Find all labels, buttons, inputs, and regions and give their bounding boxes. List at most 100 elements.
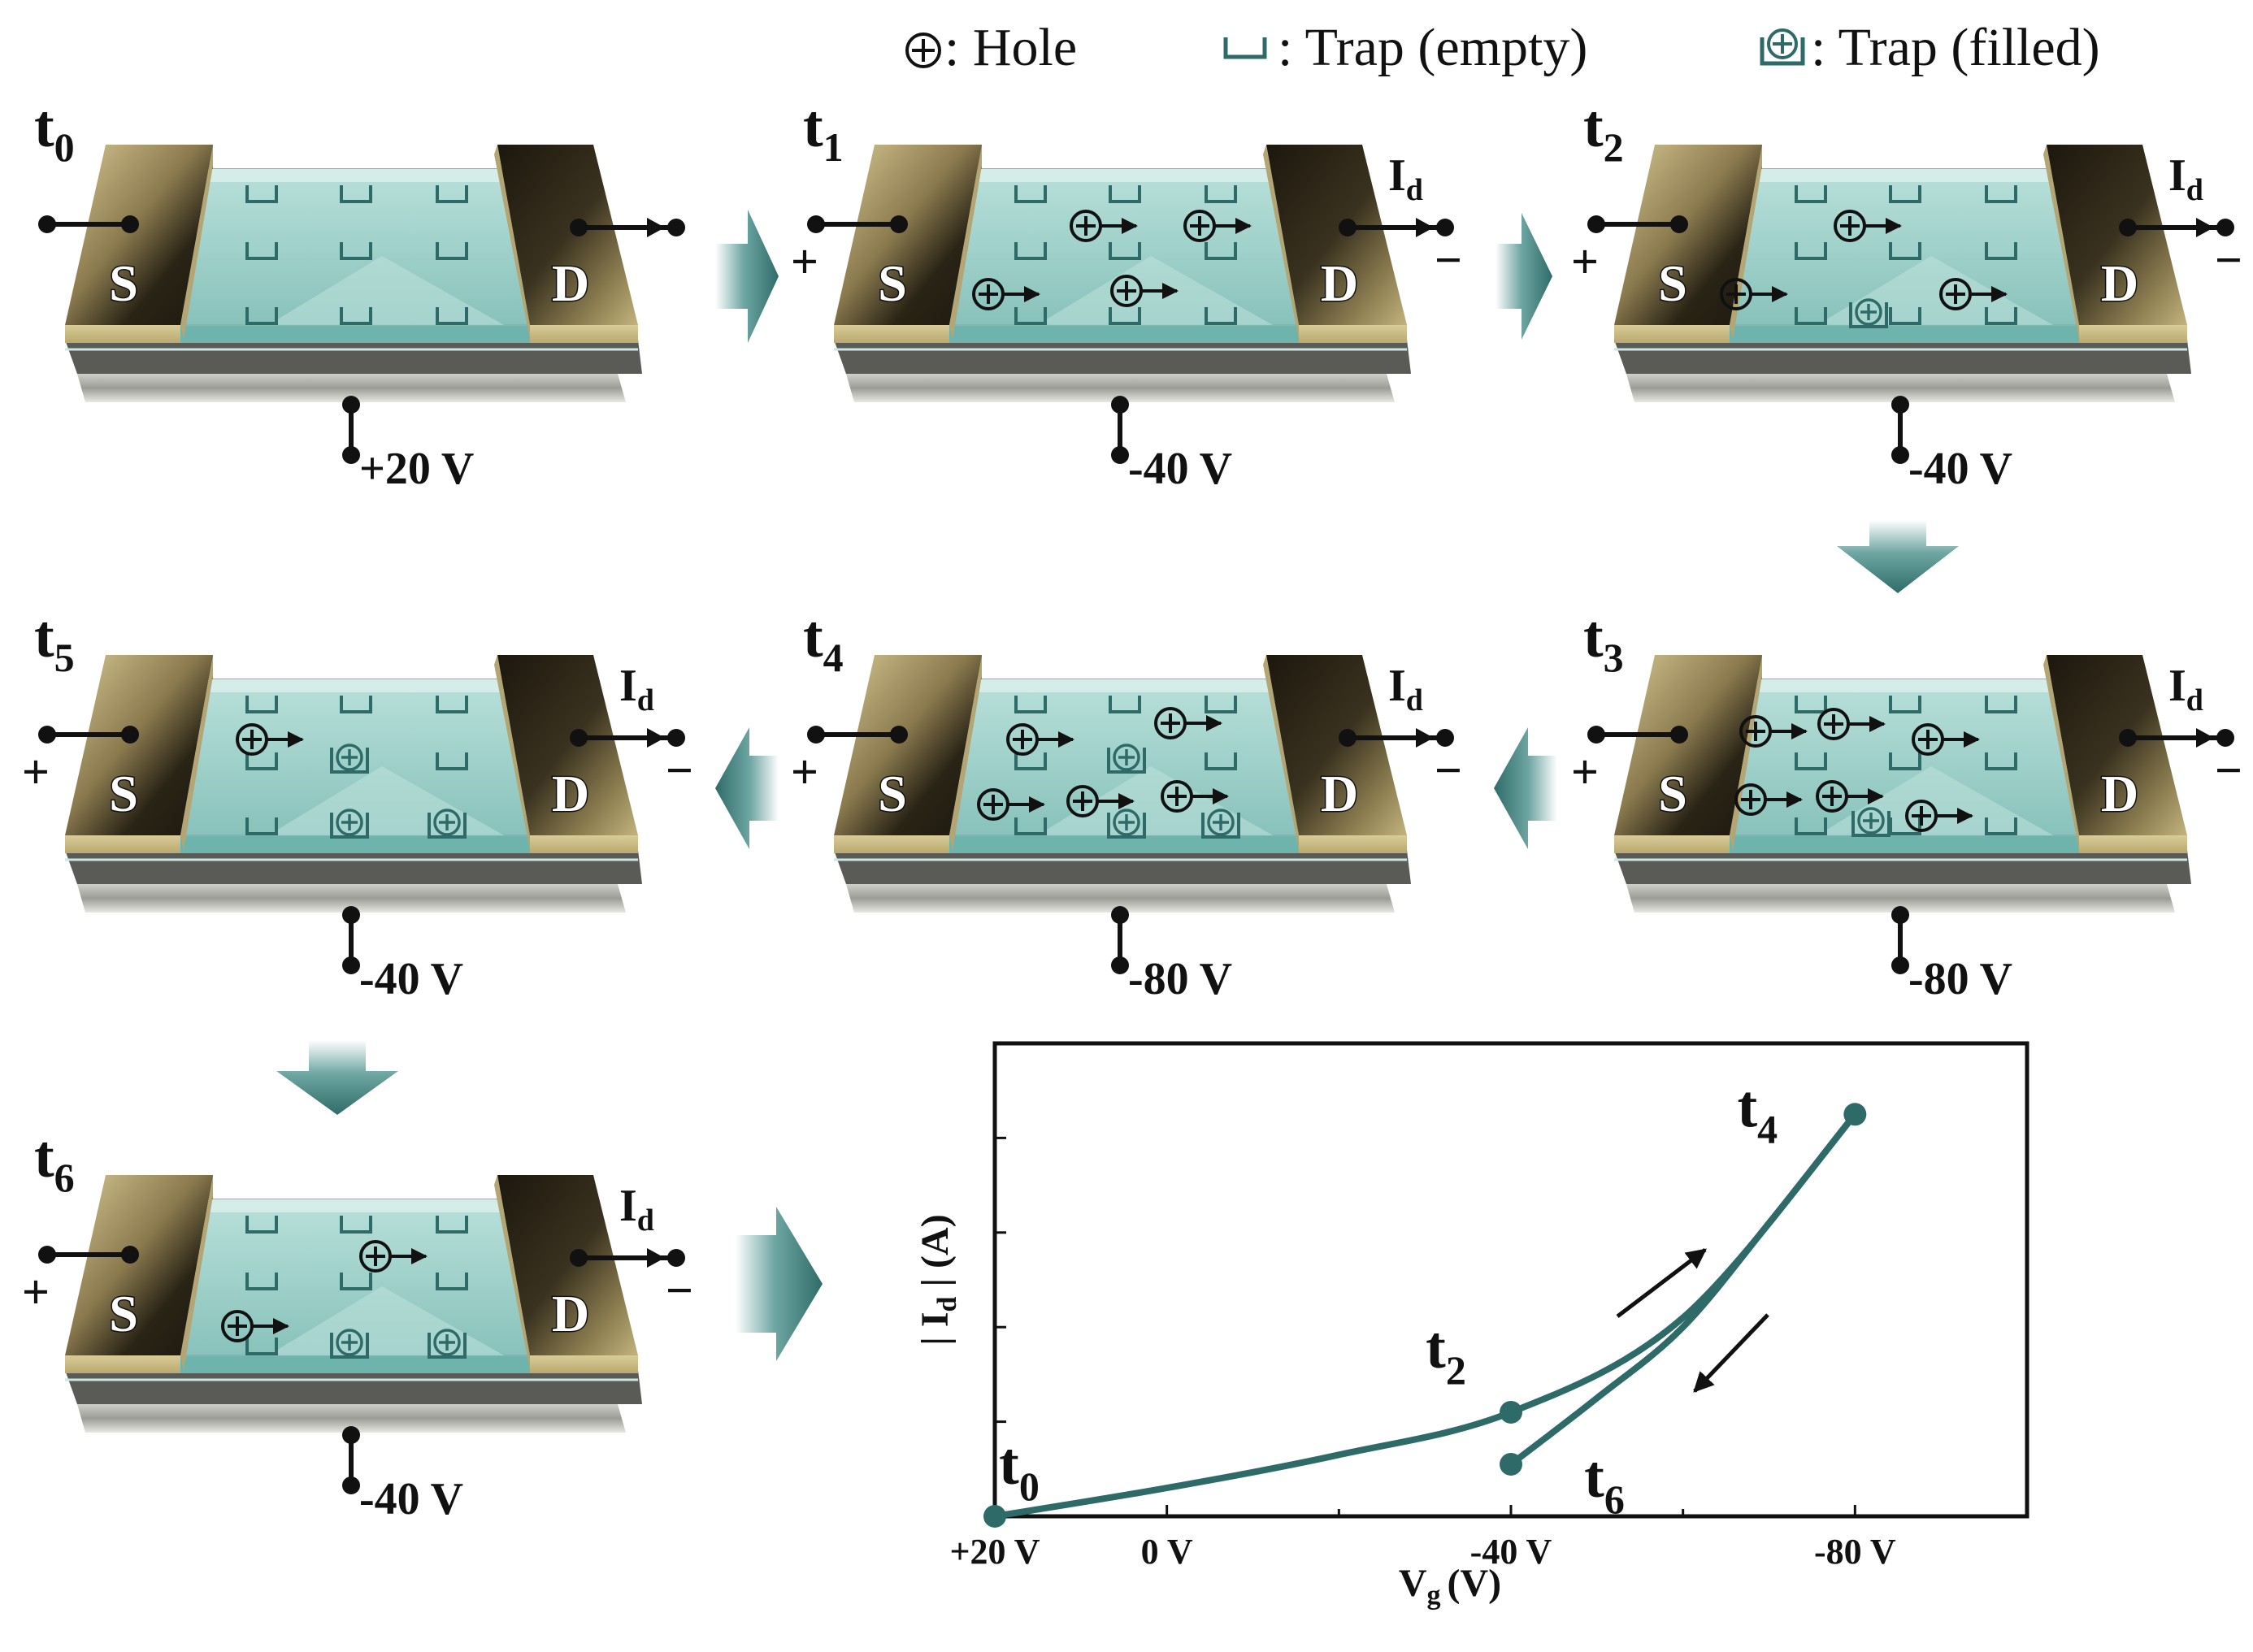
trap-empty-icon — [1889, 752, 1921, 770]
trap-empty-icon — [1014, 185, 1047, 203]
source-electrode — [65, 655, 213, 835]
hole-icon — [1734, 783, 1803, 816]
hole-icon — [1066, 785, 1135, 817]
trap-empty-icon — [1795, 752, 1827, 770]
data-point-t4 — [1843, 1103, 1867, 1126]
hole-icon — [1720, 278, 1788, 310]
trap-empty-icon — [1889, 185, 1921, 203]
hole-icon — [977, 788, 1045, 821]
drain-current-label: Id — [619, 1181, 654, 1238]
time-label: t0 — [34, 93, 75, 170]
gate-voltage-label: -80 V — [1128, 954, 1232, 1004]
trap-empty-icon — [1889, 696, 1921, 713]
source-electrode — [834, 655, 982, 835]
gate-voltage-label: -80 V — [1908, 954, 2012, 1004]
drain-label: D — [2101, 254, 2138, 312]
source-plus-sign: + — [22, 745, 50, 799]
drain-electrode — [2047, 655, 2187, 835]
substrate-layer — [65, 340, 642, 374]
drain-minus-sign: − — [2215, 233, 2242, 287]
trap-empty-legend-icon — [1223, 37, 1267, 59]
source-label: S — [878, 254, 907, 312]
hole-icon — [1939, 278, 2008, 310]
time-label: t6 — [34, 1124, 75, 1200]
trap-empty-icon — [1205, 752, 1237, 770]
drain-current-arrowhead — [1416, 728, 1434, 748]
trap-empty-icon — [245, 242, 278, 260]
flow-arrow-left-2 — [715, 727, 779, 849]
drain-minus-sign: − — [2215, 744, 2242, 797]
time-label: t4 — [803, 604, 844, 680]
trap-empty-icon — [1985, 817, 2017, 835]
time-label: t1 — [803, 93, 844, 170]
flow-arrow-down-1 — [1837, 520, 1959, 593]
data-point-t6 — [1500, 1452, 1522, 1476]
drain-electrode — [497, 145, 638, 325]
trap-empty-icon — [245, 307, 278, 325]
x-tick-label: 0 V — [1141, 1532, 1193, 1572]
trap-filled-icon — [1107, 809, 1146, 839]
trap-filled-icon — [1849, 298, 1888, 328]
hole-icon — [221, 1310, 289, 1342]
trap-filled-icon — [1201, 809, 1240, 839]
trap-filled-legend-label: : Trap (filled) — [1811, 18, 2100, 77]
trap-empty-icon — [1205, 307, 1237, 325]
flow-arrow-right-1 — [715, 210, 779, 343]
source-label: S — [109, 765, 138, 822]
source-plus-sign: + — [791, 235, 818, 288]
hole-icon — [359, 1240, 428, 1273]
trap-empty-icon — [1014, 307, 1047, 325]
annotation-t6: t6 — [1584, 1444, 1625, 1522]
drain-label: D — [1321, 765, 1358, 822]
trap-filled-legend-icon — [1760, 28, 1805, 66]
flow-arrow-down-2 — [276, 1040, 398, 1115]
flow-arrows — [276, 210, 1959, 1361]
substrate-base — [77, 374, 626, 402]
trap-filled-icon — [428, 1329, 467, 1359]
hole-icon — [1154, 707, 1222, 739]
trap-filled-icon — [330, 1329, 369, 1359]
source-electrode — [65, 145, 213, 325]
gate-voltage-label: +20 V — [359, 444, 474, 494]
hole-icon — [972, 278, 1040, 310]
substrate-base — [846, 374, 1395, 402]
drain-current-arrowhead — [2196, 218, 2214, 237]
substrate-layer — [1614, 850, 2191, 884]
drain-current-label: Id — [2168, 661, 2203, 718]
annotation-t2: t2 — [1426, 1315, 1466, 1393]
trap-empty-icon — [340, 242, 372, 260]
source-label: S — [109, 254, 138, 312]
y-axis-title: | Id | (A) — [914, 1214, 962, 1345]
source-electrode — [1614, 145, 1762, 325]
source-label: S — [1658, 765, 1687, 822]
trap-empty-icon — [1109, 185, 1141, 203]
drain-current-arrowhead — [647, 218, 665, 237]
drain-electrode — [1266, 145, 1407, 325]
trap-empty-icon — [1795, 817, 1827, 835]
drain-current-arrowhead — [1416, 218, 1434, 237]
substrate-layer — [834, 340, 1411, 374]
drain-minus-sign: − — [1435, 744, 1462, 797]
trap-filled-icon — [330, 809, 369, 839]
trap-empty-icon — [1205, 185, 1237, 203]
drain-minus-sign: − — [666, 1264, 693, 1317]
source-plus-sign: + — [22, 1265, 50, 1319]
trap-empty-icon — [1014, 817, 1047, 835]
trap-filled-icon — [330, 744, 369, 774]
trap-empty-icon — [436, 307, 468, 325]
hole-icon — [1834, 210, 1902, 242]
trap-empty-icon — [1795, 242, 1827, 260]
y-axis-ticks — [995, 1136, 1006, 1424]
series-line-1 — [992, 1111, 1859, 1520]
substrate-base — [77, 1404, 626, 1433]
trap-empty-icon — [340, 1216, 372, 1234]
gate-voltage-label: -40 V — [1128, 444, 1232, 494]
